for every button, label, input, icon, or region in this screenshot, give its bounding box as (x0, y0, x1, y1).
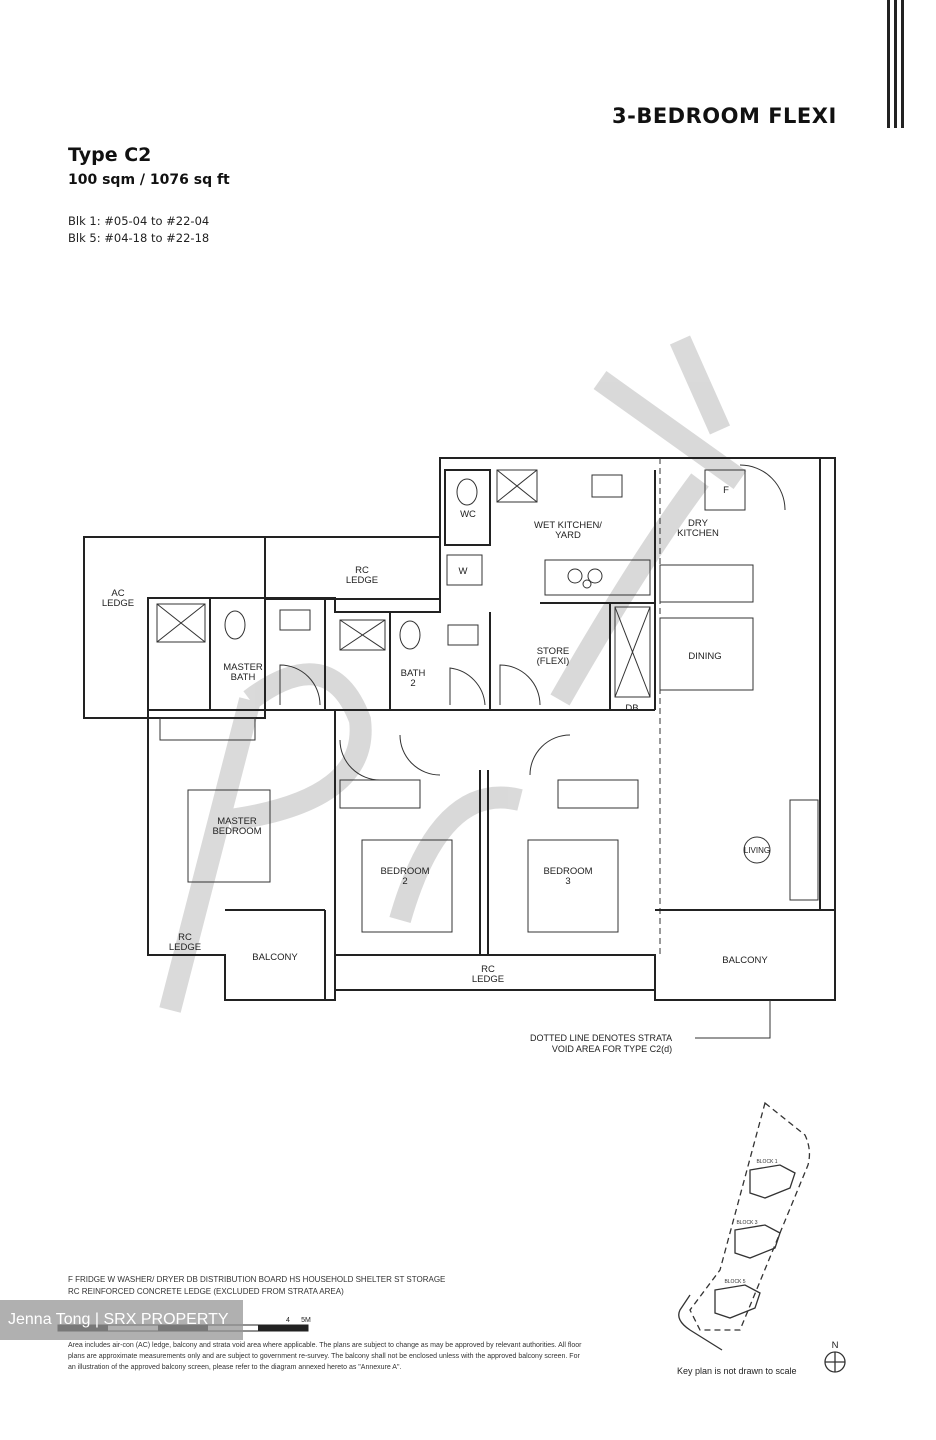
room-label: WET KITCHEN/YARD (534, 520, 602, 541)
label-wc: WC (460, 509, 476, 520)
rc-ledge-top (264, 536, 441, 600)
ac-ledge (83, 536, 266, 719)
header-rule (887, 0, 890, 128)
key-plan-block-label: BLOCK 3 (736, 1220, 757, 1226)
room-label: 3 (565, 876, 570, 887)
block-range: Blk 1: #05-04 to #22-04 (68, 214, 210, 228)
header-rule (901, 0, 904, 128)
room-label: LEDGE (169, 942, 201, 953)
plan-title: 3-BEDROOM FLEXI (612, 104, 837, 128)
label-washer: W (459, 566, 468, 577)
room-label: RC (178, 932, 192, 943)
room-label: LEDGE (346, 575, 378, 586)
key-plan-note: Key plan is not drawn to scale (677, 1366, 797, 1376)
header-rule (894, 0, 897, 128)
room-label: AC (111, 588, 124, 599)
label-living: LIVING (744, 846, 770, 855)
room-label: RC (481, 964, 495, 975)
legend-line: RC REINFORCED CONCRETE LEDGE (EXCLUDED F… (68, 1287, 344, 1296)
room-label: BEDROOM (212, 826, 261, 837)
disclaimer-notes: Area includes air-con (AC) ledge, balcon… (68, 1342, 582, 1371)
room-label: KITCHEN (677, 528, 719, 539)
room-label: 2 (410, 678, 415, 689)
unit-area: 100 sqm / 1076 sq ft (68, 172, 230, 188)
room-label: STORE (537, 646, 570, 657)
key-plan (678, 1101, 846, 1373)
label-fridge: F (723, 485, 729, 496)
key-plan-block-label: BLOCK 5 (724, 1279, 745, 1285)
room-label: (FLEXI) (537, 656, 570, 667)
room-label: BATH (401, 668, 426, 679)
key-plan-block-label: BLOCK 1 (756, 1159, 777, 1165)
label-db: DB (625, 703, 638, 714)
room-label: BATH (231, 672, 256, 683)
label-balcony: BALCONY (722, 955, 768, 966)
agent-credit-banner: Jenna Tong | SRX PROPERTY (0, 1300, 243, 1340)
room-label: DRY (688, 518, 709, 529)
room-label: BEDROOM (543, 866, 592, 877)
room-label: LEDGE (472, 974, 504, 985)
room-label: BEDROOM (380, 866, 429, 877)
unit-outline (147, 457, 836, 1001)
room-label: WET KITCHEN/ (534, 520, 602, 531)
label-dining: DINING (688, 651, 721, 662)
watermark (159, 335, 747, 1013)
room-label: 2 (402, 876, 407, 887)
room-label: MASTER (223, 662, 263, 673)
room-label: MASTER (217, 816, 257, 827)
room-label: 4 (286, 1317, 290, 1324)
north-label: N (832, 1340, 839, 1351)
block-range: Blk 5: #04-18 to #22-18 (68, 231, 210, 245)
label-balcony: BALCONY (252, 952, 298, 963)
room-label: LEDGE (102, 598, 134, 609)
unit-type: Type C2 (68, 144, 152, 166)
room-label: RC (355, 565, 369, 576)
room-label: YARD (555, 530, 581, 541)
legend-line: F FRIDGE W WASHER/ DRYER DB DISTRIBUTION… (68, 1275, 446, 1284)
room-label: 5M (301, 1317, 311, 1324)
room-label: STORE(FLEXI) (537, 646, 570, 667)
